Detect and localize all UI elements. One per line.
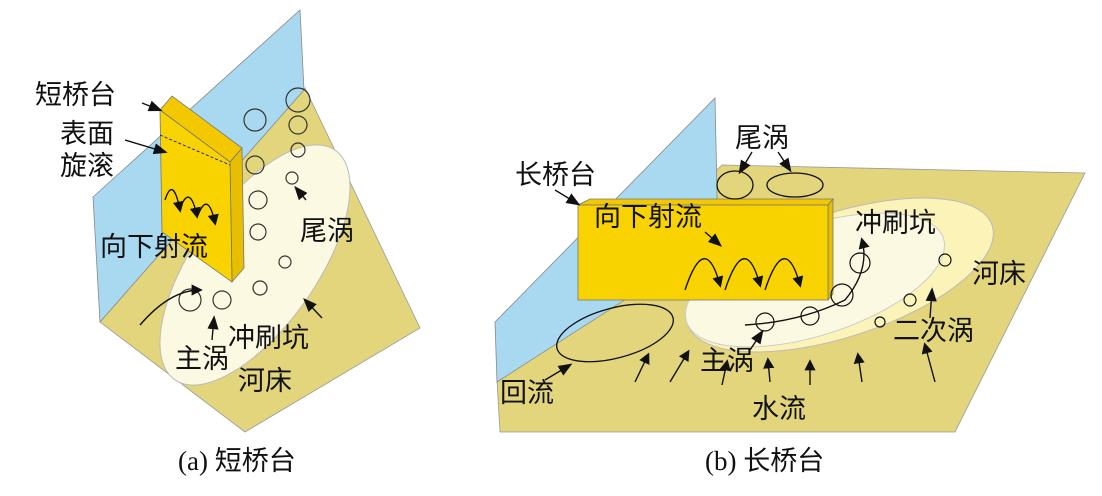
label-wake-vortex: 尾涡 <box>735 123 789 154</box>
panel-a-short-abutment: 短桥台 表面 旋滚 向下射流 尾涡 冲刷坑 主涡 河床 (a) 短桥台 <box>35 9 421 476</box>
label-riverbed: 河床 <box>972 259 1026 290</box>
abutment-side <box>827 197 834 302</box>
panel-b-long-abutment: 长桥台 尾涡 向下射流 冲刷坑 河床 二次涡 主涡 回流 水流 (b) 长桥台 <box>494 97 1086 476</box>
label-main-vortex: 主涡 <box>700 346 754 377</box>
label-surface-roll-1: 表面 <box>60 119 114 150</box>
caption-b: (b) 长桥台 <box>705 446 824 476</box>
label-long-abutment: 长桥台 <box>515 160 596 191</box>
abutment-side <box>229 146 245 284</box>
label-riverbed: 河床 <box>238 366 292 397</box>
water-flow-arrows <box>634 342 936 386</box>
label-water-flow: 水流 <box>752 394 806 425</box>
label-downflow: 向下射流 <box>594 202 702 233</box>
abutment-front <box>159 109 233 283</box>
label-wake-vortex: 尾涡 <box>300 216 354 247</box>
label-scour-hole: 冲刷坑 <box>855 208 936 239</box>
label-downflow: 向下射流 <box>100 232 208 263</box>
abutment-front <box>577 204 829 301</box>
label-surface-roll-2: 旋滚 <box>60 151 114 182</box>
label-backflow: 回流 <box>500 378 554 409</box>
label-short-abutment: 短桥台 <box>35 80 116 111</box>
label-scour-hole: 冲刷坑 <box>228 323 309 354</box>
label-secondary-vortex: 二次涡 <box>893 316 974 347</box>
caption-a: (a) 短桥台 <box>178 446 296 476</box>
label-main-vortex: 主涡 <box>175 344 229 375</box>
